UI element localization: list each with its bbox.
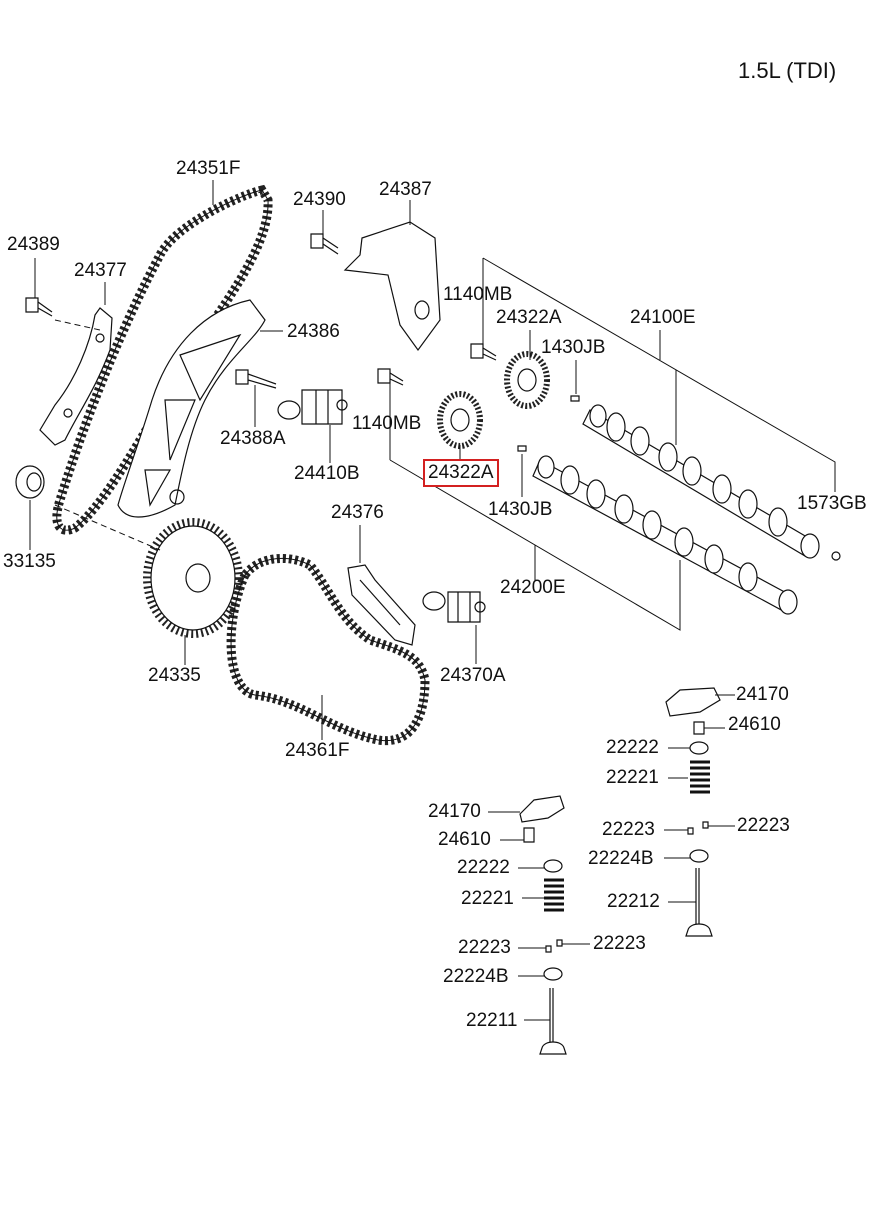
bolt-24389 — [26, 298, 52, 316]
part-label-24387[interactable]: 24387 — [379, 179, 432, 200]
part-label-1140MB-lower[interactable]: 1140MB — [352, 413, 422, 434]
part-label-33135[interactable]: 33135 — [3, 551, 56, 572]
chain-guide-24386 — [118, 300, 265, 517]
pin-1430JB-upper — [571, 396, 579, 401]
part-label-22222-intake[interactable]: 22222 — [457, 857, 510, 878]
part-label-1140MB-upper[interactable]: 1140MB — [443, 284, 513, 305]
cam-sprocket-24322A-lower — [440, 394, 480, 446]
part-label-24170-intake[interactable]: 24170 — [428, 801, 481, 822]
part-label-22223-exhaust-left[interactable]: 22223 — [602, 819, 655, 840]
plug-1573GB — [832, 552, 840, 560]
lower-timing-chain — [231, 558, 425, 740]
part-label-24610-exhaust[interactable]: 24610 — [728, 714, 781, 735]
crank-sprocket-24335 — [147, 522, 239, 634]
part-label-24100E[interactable]: 24100E — [630, 307, 696, 328]
part-label-22211[interactable]: 22211 — [466, 1010, 518, 1031]
part-label-24322A-upper[interactable]: 24322A — [496, 307, 562, 328]
part-label-22222-exhaust[interactable]: 22222 — [606, 737, 659, 758]
bolt-1140MB-lower — [378, 369, 403, 385]
part-label-24610-intake[interactable]: 24610 — [438, 829, 491, 850]
bolt-24390 — [311, 234, 338, 254]
part-label-22221-exhaust[interactable]: 22221 — [606, 767, 659, 788]
tensioner-24410B — [278, 390, 347, 424]
part-label-1430JB-upper[interactable]: 1430JB — [541, 337, 606, 358]
part-label-24410B[interactable]: 24410B — [294, 463, 360, 484]
pin-1430JB-lower — [518, 446, 526, 451]
washer-33135 — [16, 466, 44, 498]
part-label-24386[interactable]: 24386 — [287, 321, 340, 342]
camshaft-24100E — [583, 405, 819, 558]
bolt-24388A — [236, 370, 276, 388]
tensioner-24370A — [423, 592, 485, 622]
part-label-24390[interactable]: 24390 — [293, 189, 346, 210]
part-label-22223-exhaust-right[interactable]: 22223 — [737, 815, 790, 836]
part-label-24351F[interactable]: 24351F — [176, 158, 241, 179]
part-label-22212[interactable]: 22212 — [607, 891, 660, 912]
part-label-24388A[interactable]: 24388A — [220, 428, 286, 449]
part-label-1430JB-lower[interactable]: 1430JB — [488, 499, 553, 520]
chain-guide-24376 — [348, 565, 415, 645]
cam-sprocket-24322A-upper — [507, 354, 547, 406]
part-label-24322A-highlighted[interactable]: 24322A — [423, 459, 499, 487]
part-label-24200E[interactable]: 24200E — [500, 577, 566, 598]
leader-lines — [30, 180, 835, 1020]
camshaft-24200E — [533, 456, 797, 614]
part-label-22224B-intake[interactable]: 22224B — [443, 966, 509, 987]
part-label-22223-intake-left[interactable]: 22223 — [458, 937, 511, 958]
part-label-24376[interactable]: 24376 — [331, 502, 384, 523]
engine-variant-title: 1.5L (TDI) — [738, 58, 837, 83]
bolt-1140MB-upper — [471, 344, 496, 360]
part-label-24361F[interactable]: 24361F — [285, 740, 350, 761]
part-label-24370A[interactable]: 24370A — [440, 665, 506, 686]
part-label-24389[interactable]: 24389 — [7, 234, 60, 255]
part-label-1573GB[interactable]: 1573GB — [797, 493, 867, 514]
part-label-22224B-exhaust[interactable]: 22224B — [588, 848, 654, 869]
part-label-24377[interactable]: 24377 — [74, 260, 127, 281]
bracket-24387 — [345, 222, 440, 350]
part-label-24335[interactable]: 24335 — [148, 665, 201, 686]
valve-train-exhaust — [666, 688, 720, 936]
chain-guide-24377 — [40, 308, 112, 445]
part-label-22223-intake-right[interactable]: 22223 — [593, 933, 646, 954]
valve-train-intake — [520, 796, 566, 1054]
part-label-22221-intake[interactable]: 22221 — [461, 888, 514, 909]
part-label-24170-exhaust[interactable]: 24170 — [736, 684, 789, 705]
